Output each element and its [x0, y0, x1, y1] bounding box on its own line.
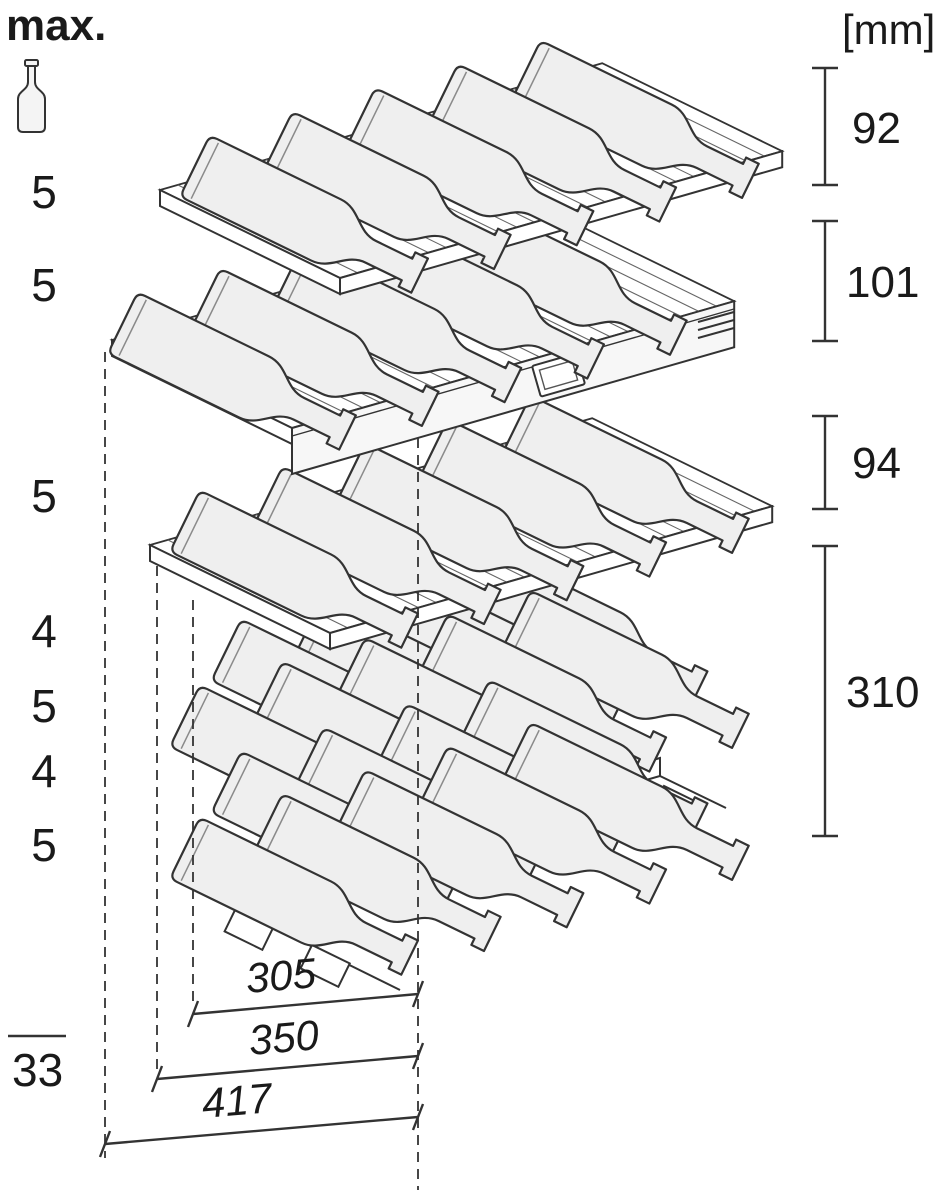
dimension-101	[812, 219, 838, 343]
dimension-350	[150, 1042, 425, 1093]
dimension-101-label: 101	[846, 258, 919, 307]
height-dimensions	[812, 66, 838, 838]
dimension-305	[186, 980, 425, 1028]
total-count-label: 33	[12, 1044, 63, 1096]
dimension-417-label: 417	[200, 1074, 276, 1127]
dimension-310-label: 310	[846, 668, 919, 717]
count-stack-row-2: 5	[31, 680, 57, 732]
max-label: max.	[6, 1, 106, 50]
count-stack-row-3: 4	[31, 745, 57, 797]
display-icon	[531, 352, 586, 398]
dimension-305-label: 305	[244, 949, 319, 1002]
dimension-310	[812, 544, 838, 838]
count-stack-row-4: 5	[31, 819, 57, 871]
unit-label: [mm]	[842, 6, 935, 53]
dimension-350-label: 350	[247, 1011, 322, 1064]
dimension-92-label: 92	[852, 104, 901, 153]
dimension-92	[812, 66, 838, 187]
count-stack-row-1: 4	[31, 605, 57, 657]
dimension-417	[98, 1103, 425, 1158]
depth-dimensions	[98, 980, 425, 1158]
dashed-reference-lines	[104, 352, 419, 1190]
count-shelf-1: 5	[31, 166, 57, 218]
vent-slots-icon	[697, 311, 735, 339]
count-shelf-2: 5	[31, 259, 57, 311]
base-front-right-edge	[659, 775, 727, 809]
dimension-94	[812, 414, 838, 511]
base-foot	[299, 943, 352, 989]
count-shelf-3: 5	[31, 470, 57, 522]
dimension-94-label: 94	[852, 439, 901, 488]
standing-bottle-icon	[17, 59, 46, 133]
